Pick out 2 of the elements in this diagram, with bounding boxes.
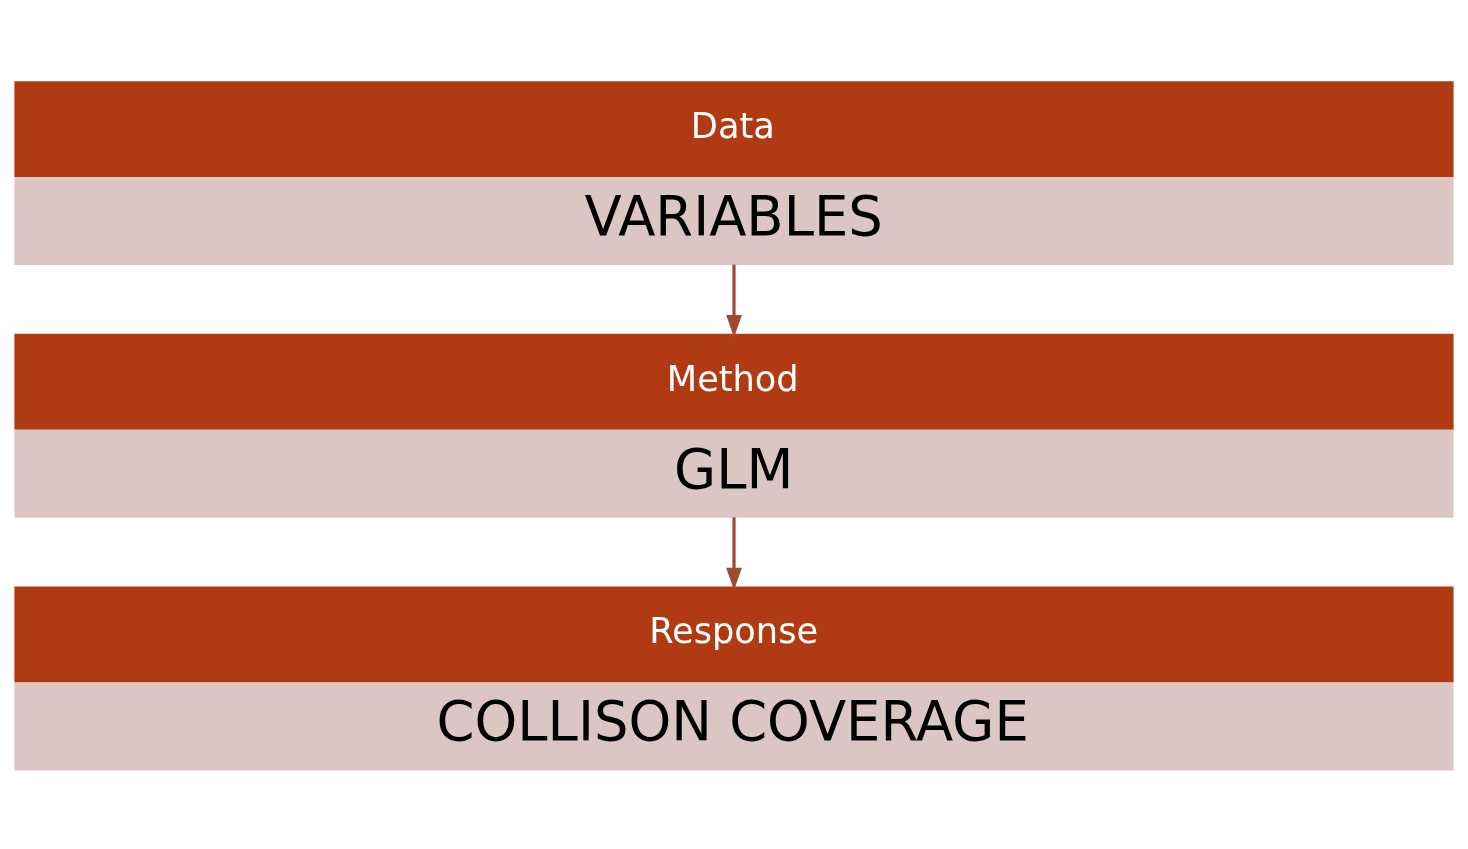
arrow <box>726 516 742 590</box>
arrow <box>726 264 742 338</box>
